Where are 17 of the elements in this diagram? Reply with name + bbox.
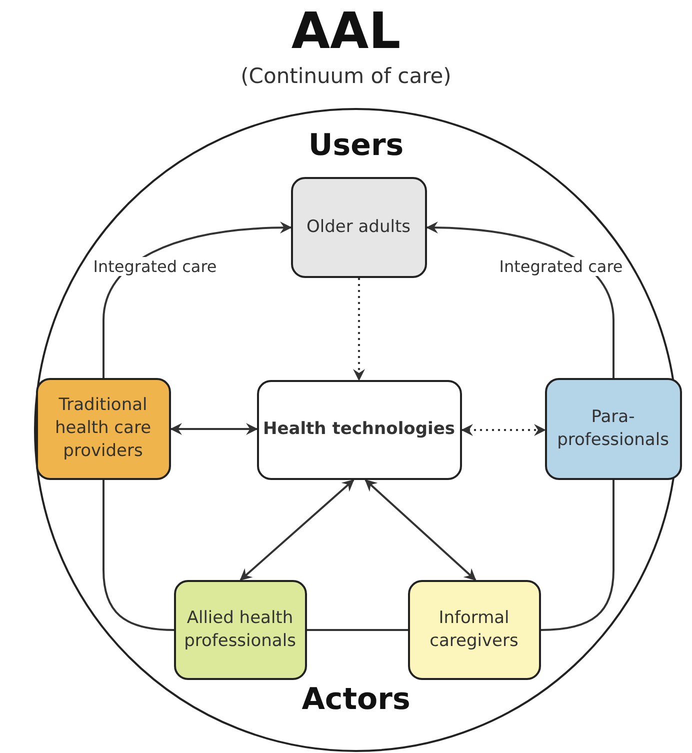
rounded-box: Traditional health care providers [36,378,170,480]
subtitle: (Continuum of care) [240,64,452,88]
rounded-box: Informal caregivers [408,580,540,680]
arrow [239,478,354,580]
rounded-box: Older adults [290,176,426,278]
arrow [426,221,614,378]
section-heading: Users [308,128,404,163]
rounded-box: Para-professionals [544,378,682,480]
arrow [102,221,292,378]
rounded-box: Health technologies [256,380,462,480]
arrow [460,424,546,436]
arrow [364,478,476,580]
title: AAL [290,2,402,60]
rounded-box: Allied health professionals [174,580,306,680]
section-heading: Actors [302,682,410,717]
arrow [352,278,364,380]
arrow [170,422,258,434]
